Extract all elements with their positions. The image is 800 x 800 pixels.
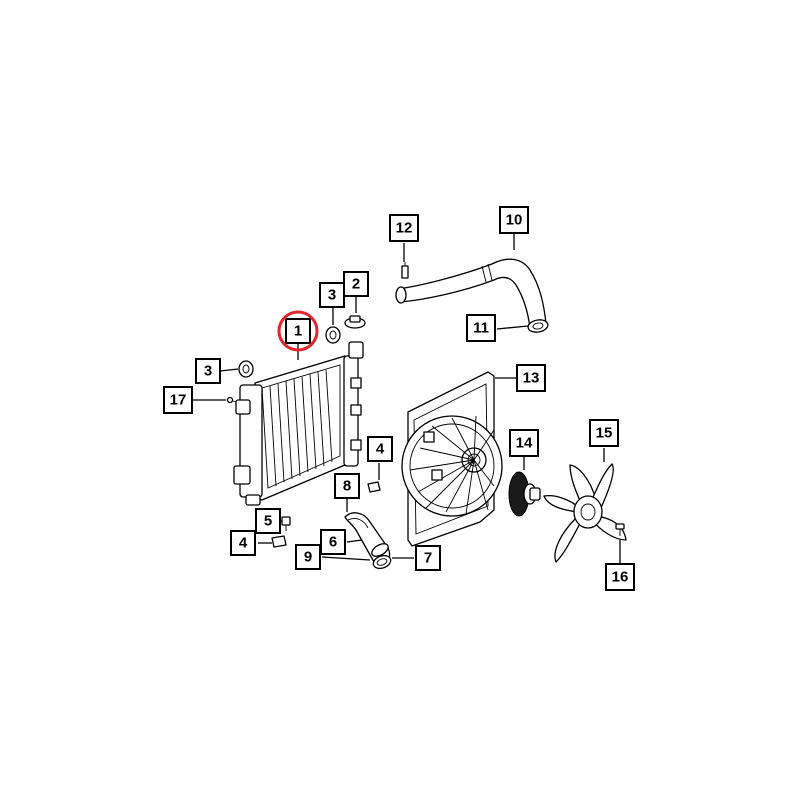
callout-11[interactable]: 11 bbox=[466, 314, 496, 342]
callout-9[interactable]: 9 bbox=[295, 544, 321, 570]
callout-13[interactable]: 13 bbox=[516, 364, 546, 392]
callout-4-lower[interactable]: 4 bbox=[230, 530, 256, 556]
svg-text:8: 8 bbox=[343, 478, 351, 495]
callout-17[interactable]: 17 bbox=[163, 386, 193, 414]
callout-12[interactable]: 12 bbox=[389, 214, 419, 242]
clip-part bbox=[271, 481, 381, 548]
callout-7[interactable]: 7 bbox=[415, 545, 441, 571]
svg-text:10: 10 bbox=[506, 212, 523, 229]
svg-text:3: 3 bbox=[328, 287, 336, 304]
callout-4-right[interactable]: 4 bbox=[367, 436, 393, 462]
svg-text:11: 11 bbox=[473, 320, 489, 337]
bracket-bolt-part bbox=[281, 516, 291, 531]
highlight-ring bbox=[277, 310, 319, 352]
callout-16[interactable]: 16 bbox=[605, 563, 635, 591]
radiator-cap-part bbox=[344, 315, 366, 329]
svg-text:1: 1 bbox=[294, 323, 302, 340]
svg-text:14: 14 bbox=[516, 435, 533, 452]
callout-5[interactable]: 5 bbox=[255, 508, 281, 534]
leader-lines bbox=[192, 233, 621, 563]
svg-text:7: 7 bbox=[424, 550, 432, 567]
lower-hose-part bbox=[344, 512, 392, 570]
svg-text:4: 4 bbox=[376, 441, 385, 458]
svg-text:13: 13 bbox=[523, 370, 540, 387]
svg-text:2: 2 bbox=[352, 276, 360, 293]
callout-6[interactable]: 6 bbox=[320, 529, 346, 555]
svg-text:3: 3 bbox=[204, 363, 212, 380]
svg-text:5: 5 bbox=[264, 513, 272, 530]
svg-text:17: 17 bbox=[170, 392, 187, 409]
callout-15[interactable]: 15 bbox=[589, 419, 619, 447]
radiator-part bbox=[233, 341, 364, 506]
fan-blade-part bbox=[543, 463, 627, 563]
svg-text:16: 16 bbox=[612, 569, 629, 586]
callout-10[interactable]: 10 bbox=[499, 206, 529, 234]
callout-8[interactable]: 8 bbox=[334, 473, 360, 499]
fan-clutch-part bbox=[508, 471, 541, 517]
svg-text:12: 12 bbox=[396, 220, 413, 237]
callout-1[interactable]: 1 bbox=[285, 318, 311, 344]
bolt-part bbox=[226, 396, 237, 404]
svg-text:6: 6 bbox=[329, 534, 337, 551]
fan-shroud-part bbox=[401, 371, 503, 547]
svg-text:15: 15 bbox=[596, 425, 613, 442]
callout-3-left[interactable]: 3 bbox=[195, 358, 221, 384]
callout-14[interactable]: 14 bbox=[509, 429, 539, 457]
callout-3-upper[interactable]: 3 bbox=[319, 282, 345, 308]
svg-text:9: 9 bbox=[304, 549, 312, 566]
svg-text:4: 4 bbox=[239, 535, 248, 552]
screw-part bbox=[615, 523, 625, 536]
insulator-part bbox=[238, 326, 341, 378]
callout-2[interactable]: 2 bbox=[343, 271, 369, 297]
upper-hose-part bbox=[395, 258, 549, 333]
